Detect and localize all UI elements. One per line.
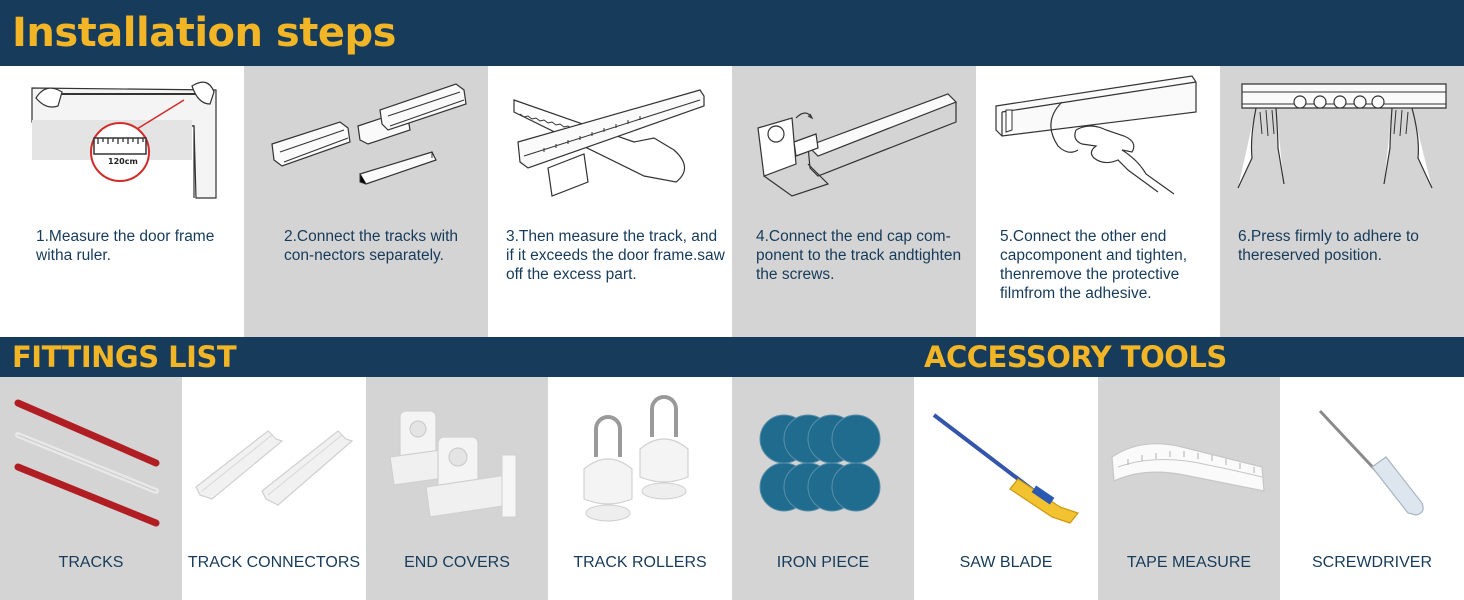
step-2: 2.Connect the tracks with con-nectors se…	[244, 66, 488, 337]
accessories-title: ACCESSORY TOOLS	[924, 340, 1227, 374]
tool-saw-blade-label: SAW BLADE	[959, 554, 1053, 571]
tool-tape-measure: TAPE MEASURE	[1098, 377, 1280, 600]
lists-banner	[0, 337, 1464, 377]
parts-list: TRACKS TRACK CONNECTORS END COVERS	[0, 377, 1464, 600]
end-covers-image	[389, 410, 517, 518]
step-3-text: 3.Then measure the track, and if it exce…	[506, 228, 725, 283]
page-title: Installation steps	[12, 10, 396, 56]
fitting-end-covers: END COVERS	[366, 377, 548, 600]
step-6-text: 6.Press firmly to adhere to thereserved …	[1238, 228, 1419, 264]
step-5-text: 5.Connect the other end capcomponent and…	[1000, 228, 1187, 302]
installation-steps: 120cm 1.Measure the door frame witha rul…	[0, 66, 1464, 337]
fitting-end-covers-label: END COVERS	[404, 554, 510, 571]
track-connectors-image	[195, 430, 354, 506]
step-2-text: 2.Connect the tracks with con-nectors se…	[284, 228, 459, 264]
screwdriver-image	[1318, 409, 1424, 516]
connect-tracks-illustration	[271, 83, 467, 185]
tracks-image	[14, 399, 160, 527]
ruler-label: 120cm	[108, 157, 138, 166]
fitting-track-connectors-label: TRACK CONNECTORS	[187, 554, 361, 571]
fitting-track-rollers: TRACK ROLLERS	[548, 377, 732, 600]
tool-saw-blade: SAW BLADE	[914, 377, 1098, 600]
fitting-iron-piece-label: IRON PIECE	[776, 554, 870, 571]
iron-piece-image	[759, 414, 881, 512]
saw-track-illustration	[513, 89, 705, 197]
fitting-track-rollers-label: TRACK ROLLERS	[573, 554, 707, 571]
fittings-title: FITTINGS LIST	[12, 340, 237, 374]
step-6: 6.Press firmly to adhere to thereserved …	[1220, 66, 1464, 337]
fitting-iron-piece: IRON PIECE	[732, 377, 914, 600]
press-track-illustration	[1237, 83, 1447, 189]
step-1-text: 1.Measure the door frame witha ruler.	[36, 228, 215, 264]
tool-tape-measure-label: TAPE MEASURE	[1126, 554, 1252, 571]
remove-film-illustration	[995, 75, 1197, 195]
step-5: 5.Connect the other end capcomponent and…	[976, 66, 1220, 337]
tape-measure-image	[1111, 443, 1265, 492]
end-cap-screw-illustration	[757, 93, 958, 197]
fitting-track-connectors: TRACK CONNECTORS	[182, 377, 366, 600]
fitting-tracks: TRACKS	[0, 377, 182, 600]
measure-door-illustration: 120cm	[31, 81, 217, 199]
installation-banner	[0, 0, 1464, 66]
tool-screwdriver-label: SCREWDRIVER	[1311, 554, 1432, 571]
step-3: 3.Then measure the track, and if it exce…	[488, 66, 732, 337]
step-1: 120cm 1.Measure the door frame witha rul…	[0, 66, 244, 337]
track-rollers-image	[583, 395, 689, 522]
step-4: 4.Connect the end cap com-ponent to the …	[732, 66, 976, 337]
saw-blade-image	[932, 413, 1080, 524]
step-4-text: 4.Connect the end cap com-ponent to the …	[756, 228, 962, 283]
fitting-tracks-label: TRACKS	[58, 554, 124, 571]
tool-screwdriver: SCREWDRIVER	[1280, 377, 1464, 600]
